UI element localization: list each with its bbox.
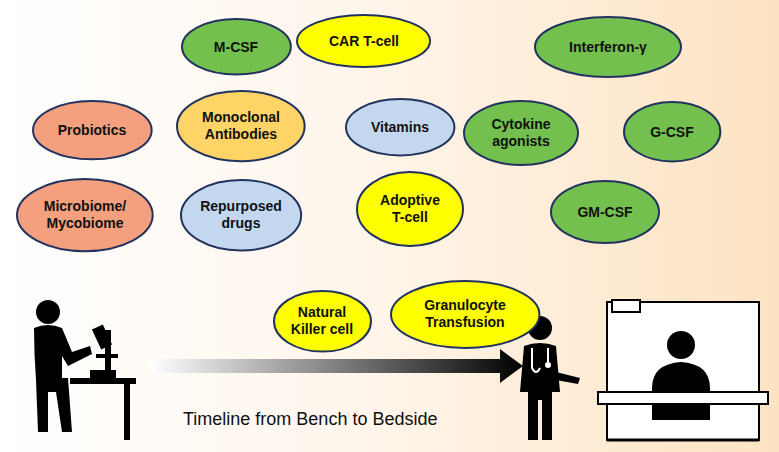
therapy-label: Adoptive T-cell [375,192,445,226]
patient-bed-icon [598,300,768,440]
therapy-ellipse: G-CSF [623,101,721,162]
therapy-ellipse: CAR T-cell [296,14,431,68]
therapy-label: Microbiome/ Mycobiome [33,198,137,232]
doctor-icon [520,316,580,440]
therapy-label: Vitamins [355,119,445,136]
therapy-label: G-CSF [632,124,712,141]
node-text-group: CAR T-cell [309,33,419,50]
therapy-label: Natural Killer cell [290,304,354,338]
therapy-label: Monoclonal Antibodies [193,109,289,143]
therapy-label: Probiotics [42,122,142,139]
node-text-group: Repurposed drugs [196,198,286,232]
therapy-label: M-CSF [191,39,281,56]
therapy-ellipse: Cytokine agonists [463,100,579,166]
node-text-group: Adoptive T-cell [375,192,445,226]
node-text-group: M-CSF [191,39,281,56]
node-text-group: GM-CSF [560,204,650,221]
therapy-ellipse: GM-CSF [550,180,660,244]
node-text-group: Cytokine agonists [481,116,561,150]
therapy-ellipse: Granulocyte Transfusion [390,280,540,349]
therapy-label: Granulocyte Transfusion [410,297,520,331]
therapy-ellipse: Monoclonal Antibodies [176,90,306,162]
therapy-ellipse: M-CSF [181,18,292,75]
therapy-ellipse: Adoptive T-cell [356,171,464,247]
scientist-icon [34,300,136,440]
node-text-group: Microbiome/ Mycobiome [33,198,137,232]
node-text-group: Interferon-γ [548,39,668,56]
timeline-label: Timeline from Bench to Bedside [183,409,437,430]
therapy-label: Interferon-γ [548,39,668,56]
therapy-label: CAR T-cell [309,33,419,50]
therapy-ellipse: Repurposed drugs [180,179,302,251]
node-text-group: Granulocyte Transfusion [410,297,520,331]
node-text-group: Probiotics [42,122,142,139]
timeline-arrow [150,349,523,383]
therapy-label: Cytokine agonists [481,116,561,150]
therapy-label: GM-CSF [560,204,650,221]
therapy-ellipse: Vitamins [345,98,455,156]
therapy-ellipse: Interferon-γ [534,16,682,78]
node-text-group: Natural Killer cell [290,304,354,338]
therapy-ellipse: Natural Killer cell [273,290,372,353]
therapy-ellipse: Microbiome/ Mycobiome [16,178,154,252]
node-text-group: G-CSF [632,124,712,141]
therapy-label: Repurposed drugs [196,198,286,232]
therapy-ellipse: Probiotics [32,100,153,160]
node-text-group: Vitamins [355,119,445,136]
node-text-group: Monoclonal Antibodies [193,109,289,143]
